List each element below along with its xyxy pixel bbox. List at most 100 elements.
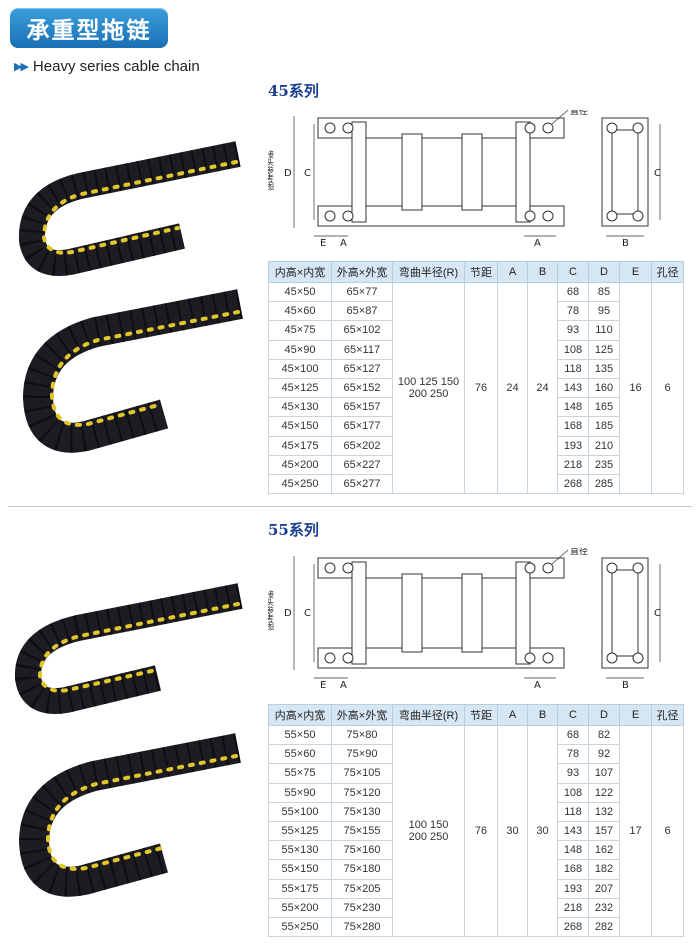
svg-text:B: B [622, 238, 629, 249]
table-cell: 75×80 [331, 724, 393, 746]
table-cell: 282 [588, 916, 620, 938]
table-cell: 285 [588, 473, 620, 495]
table-cell: 75×180 [331, 859, 393, 880]
table-cell: 6 [651, 281, 684, 495]
table-cell: 78 [557, 744, 589, 765]
col-header: E [619, 261, 652, 283]
col-header: 外高×外宽 [331, 704, 393, 726]
col-header: 弯曲半径(R) [392, 704, 465, 726]
page-title-banner: 承重型拖链 [10, 8, 168, 48]
table-cell: 30 [527, 724, 558, 938]
table-cell: 6 [651, 724, 684, 938]
table-cell: 45×130 [268, 397, 332, 418]
svg-text:接头参考图: 接头参考图 [268, 149, 275, 191]
table-cell: 65×152 [331, 377, 393, 399]
table-cell: 85 [588, 281, 620, 303]
cable-chain-photo [14, 583, 243, 714]
table-cell: 16 [619, 281, 652, 495]
table-cell: 65×77 [331, 281, 393, 303]
table-cell: 92 [588, 744, 620, 765]
table-cell: 65×227 [331, 454, 393, 475]
col-header: 孔径 [651, 704, 684, 726]
table-cell: 45×200 [268, 454, 332, 475]
svg-text:C: C [304, 608, 311, 619]
table-cell: 55×200 [268, 897, 332, 918]
table-cell: 55×175 [268, 878, 332, 899]
table-cell: 148 [557, 840, 589, 861]
table-cell: 65×87 [331, 301, 393, 322]
cable-chain-photo [18, 733, 241, 897]
table-cell: 68 [557, 724, 589, 746]
table-cell: 55×60 [268, 744, 332, 765]
table-cell: 45×75 [268, 320, 332, 341]
table-cell: 55×150 [268, 859, 332, 880]
table-cell: 65×102 [331, 320, 393, 341]
col-header: 内高×内宽 [268, 704, 332, 726]
svg-text:C: C [654, 168, 661, 179]
radius-line: 100 125 150 [397, 376, 460, 389]
table-cell: 75×155 [331, 820, 393, 842]
radius-line: 100 150 [408, 819, 449, 832]
table-cell: 75×230 [331, 897, 393, 918]
series-title: 45系列 [268, 82, 319, 100]
table-cell: 55×90 [268, 782, 332, 803]
table-cell: 75×105 [331, 763, 393, 784]
table-cell: 75×130 [331, 801, 393, 822]
table-cell: 76 [464, 724, 498, 938]
col-header: 弯曲半径(R) [392, 261, 465, 283]
page-title: 承重型拖链 [26, 18, 152, 44]
table-cell: 193 [557, 878, 589, 899]
svg-text:E: E [320, 238, 326, 249]
table-cell: 55×250 [268, 916, 332, 938]
table-cell: 107 [588, 763, 620, 784]
svg-text:A: A [340, 238, 347, 249]
spec-table-55: 内高×内宽 外高×外宽 弯曲半径(R) 节距 A B C D E 孔径 55×5… [268, 704, 684, 938]
col-header: 节距 [464, 704, 498, 726]
col-header: 内高×内宽 [268, 261, 332, 283]
svg-text:D: D [284, 168, 292, 179]
table-cell: 143 [557, 377, 589, 399]
table-cell: 78 [557, 301, 589, 322]
table-cell: 75×280 [331, 916, 393, 938]
table-cell: 118 [557, 801, 589, 822]
table-cell: 45×90 [268, 339, 332, 360]
table-cell: 168 [557, 416, 589, 437]
radius-line: 200 250 [408, 388, 449, 401]
table-cell: 55×75 [268, 763, 332, 784]
table-cell: 65×277 [331, 473, 393, 495]
double-arrow-icon: ▶▶ [14, 61, 29, 73]
col-header: A [497, 261, 528, 283]
cable-chain-photo [18, 141, 241, 276]
table-cell: 65×202 [331, 435, 393, 456]
table-cell: 75×205 [331, 878, 393, 899]
table-cell: 108 [557, 782, 589, 803]
table-cell: 110 [588, 320, 620, 341]
table-cell: 162 [588, 840, 620, 861]
table-cell: 143 [557, 820, 589, 842]
technical-drawing: 直径 D C E A A 接头参考图 C B [268, 548, 661, 691]
svg-text:接头参考图: 接头参考图 [268, 589, 275, 631]
col-header: B [527, 704, 558, 726]
table-cell: 125 [588, 339, 620, 360]
table-cell: 210 [588, 435, 620, 456]
table-cell: 165 [588, 397, 620, 418]
table-cell: 122 [588, 782, 620, 803]
svg-text:E: E [320, 680, 326, 691]
table-cell: 182 [588, 859, 620, 880]
table-cell: 108 [557, 339, 589, 360]
svg-text:A: A [534, 680, 541, 691]
table-cell: 55×50 [268, 724, 332, 746]
svg-text:A: A [340, 680, 347, 691]
col-header: 孔径 [651, 261, 684, 283]
svg-text:C: C [304, 168, 311, 179]
table-cell: 30 [497, 724, 528, 938]
